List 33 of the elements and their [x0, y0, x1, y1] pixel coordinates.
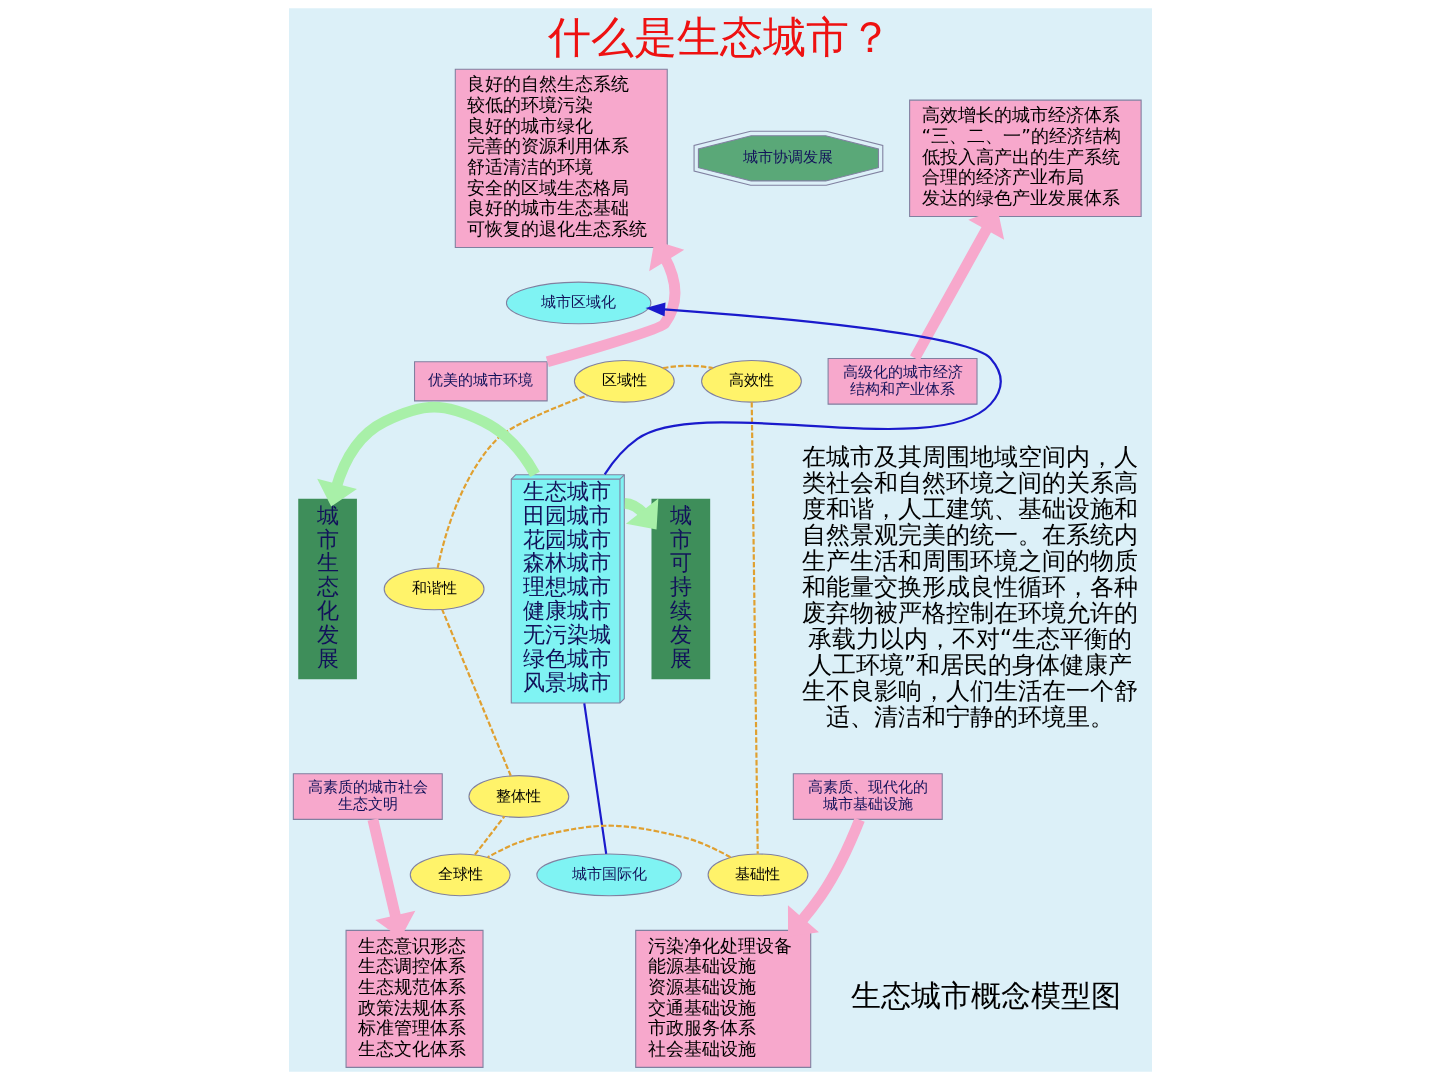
connector — [440, 609, 512, 777]
node-ellipse: 高效性 — [700, 359, 802, 403]
node-box: 良好的自然生态系统 较低的环境污染 良好的城市绿化 完善的资源利用体系 舒适清洁的环境 安全的区域生态格局 良好的城市生态基础 可恢复的退化生态系统 — [454, 68, 668, 248]
arrow — [367, 818, 415, 939]
node-box: 污染净化处理设备 能源基础设施 资源基础设施 交通基础设施 市政服务体系 社会基础设施 — [634, 929, 811, 1068]
label: 在城市及其周围地域空间内，人类社会和自然环境之间的关系高度和谐，人工建筑、基础设施和自然景观完美的统一。在系统内生产生活和周围环境之间的物质和能量交换形成良性循环，各种废弃物被严格控制在环境允许的承载力以内，不对“生态平衡的人工环境”和居民的身体健康产生不良影响，人们生活在一个舒适、清洁和宁静的环境里。 — [801, 442, 1138, 732]
node-box: 高素质的城市社会生态文明 — [292, 773, 443, 820]
node-box: 高效增长的城市经济体系 “三、二、一”的经济结构 低投入高产出的生产系统 合理的经济产业布局 发达的绿色产业发展体系 — [908, 99, 1142, 217]
connector — [662, 364, 713, 370]
connector — [436, 394, 588, 569]
diagram-title: 什么是生态城市？ — [548, 11, 892, 62]
node-ellipse: 区域性 — [573, 359, 675, 403]
arrow — [316, 401, 540, 507]
arrow — [603, 302, 1002, 476]
node-ellipse: 全球性 — [409, 853, 511, 897]
node-box: 生态意识形态 生态调控体系 生态规范体系 政策法规体系 标准管理体系 生态文化体系 — [345, 929, 484, 1068]
connector — [750, 402, 759, 854]
node-ellipse: 和谐性 — [383, 567, 485, 611]
connector — [582, 703, 607, 855]
node-box: 高素质、现代化的城市基础设施 — [792, 773, 943, 820]
node-box: 优美的城市环境 — [413, 361, 548, 402]
node-box: 城市生态化发展 — [297, 498, 357, 680]
node-ellipse: 整体性 — [467, 775, 569, 818]
node-ellipse: 城市区域化 — [505, 281, 651, 325]
connector — [486, 824, 731, 859]
node-box: 高级化的城市经济结构和产业体系 — [827, 357, 978, 405]
connector — [473, 815, 505, 856]
arrow — [623, 497, 658, 530]
node-ellipse: 城市国际化 — [535, 853, 682, 897]
arrow — [787, 817, 865, 937]
node-ellipse: 基础性 — [707, 853, 808, 897]
caption: 生态城市概念模型图 — [850, 978, 1121, 1014]
node-box: 城市可持续发展 — [651, 498, 710, 680]
